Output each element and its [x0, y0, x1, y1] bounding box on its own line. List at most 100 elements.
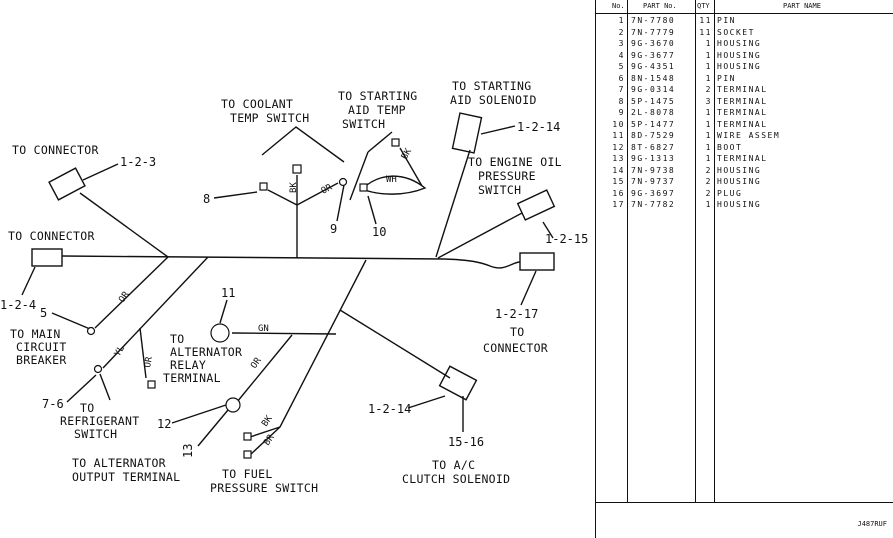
starting-aid-bracket [349, 151, 369, 201]
cell-no: 4 [618, 50, 625, 60]
cell-qty: 1 [705, 142, 712, 152]
terminal-starting-aid [391, 138, 400, 147]
cell-qty: 2 [705, 85, 712, 94]
ref-12: 12 [157, 417, 171, 431]
cell-name: PIN [717, 16, 736, 25]
label-aid-temp-1: TO STARTING [338, 89, 417, 103]
svg-text:TO STARTING AID TEMP S: TO STARTING AID TEMP SWITCH [338, 89, 425, 131]
svg-text:TO MAIN CIRCUIT BREAKE: TO MAIN CIRCUIT BREAKER [10, 327, 74, 367]
label-oil-1: TO ENGINE OIL [468, 155, 562, 169]
ref-9: 9 [330, 222, 337, 236]
cell-no: 7 [618, 85, 625, 94]
cell-name: HOUSING [717, 62, 762, 71]
svg-text:8: 8 [203, 192, 210, 206]
svg-text:1-2-14: 1-2-14 [517, 120, 560, 134]
svg-text:15-16: 15-16 [448, 435, 484, 449]
cell-name: HOUSING [717, 50, 762, 60]
connector-1-2-3 [48, 167, 86, 201]
svg-text:1-2-17: 1-2-17 [495, 307, 538, 321]
cell-no: 16 [612, 188, 625, 198]
svg-text:TO CONNECTOR: TO CONNECTOR [483, 325, 548, 355]
ref-9-leader [336, 184, 345, 222]
cell-name: TERMINAL [717, 96, 768, 106]
label-alt-output-1: TO ALTERNATOR [72, 456, 166, 470]
cell-part: 7N-9737 [631, 177, 676, 186]
terminal-8 [259, 182, 268, 191]
cell-no: 3 [618, 39, 625, 48]
wire-or-1: OR [117, 290, 132, 305]
svg-text:TO FUEL PRESSURE SWITCH: TO FUEL PRESSURE SWITCH [210, 467, 318, 495]
cell-qty: 1 [705, 108, 712, 117]
relay-spur [139, 327, 147, 379]
svg-text:WH: WH [386, 175, 397, 185]
ref-1-2-14-top-leader [480, 125, 516, 135]
header-no: No. [612, 2, 625, 10]
cell-no: 5 [618, 62, 625, 71]
svg-text:GN: GN [258, 324, 269, 334]
cell-no: 12 [612, 142, 625, 152]
label-to-main-3: BREAKER [16, 353, 67, 367]
ref-8: 8 [203, 192, 210, 206]
cell-part: 5P-1475 [631, 96, 676, 106]
ref-1-2-3: 1-2-3 [120, 155, 156, 169]
label-connector-3-1: TO [510, 325, 524, 339]
header-name: PART NAME [783, 2, 821, 10]
wire-bk-2: BK [400, 147, 414, 162]
table-col-divider-2 [695, 0, 696, 502]
svg-text:10: 10 [372, 225, 386, 239]
ac-clutch-branch [339, 309, 451, 379]
parts-table-header: No. PART No. QTY PART NAME [595, 0, 893, 14]
svg-text:TO ALTERNATOR RELAY: TO ALTERNATOR RELAY TERMINAL [163, 332, 249, 385]
cell-part: 8D-7529 [631, 131, 676, 140]
cell-part: 8T-6827 [631, 142, 676, 152]
svg-text:9: 9 [330, 222, 337, 236]
cell-part: 2L-8078 [631, 108, 676, 117]
cell-part: 7N-7780 [631, 16, 676, 25]
refrigerant-leader [99, 373, 111, 401]
svg-text:TO ALTERNATOR OUTPUT TERMI: TO ALTERNATOR OUTPUT TERMINAL [72, 456, 180, 484]
cell-name: PIN [717, 73, 736, 83]
terminal-7-6 [93, 364, 103, 374]
cell-qty: 11 [699, 27, 712, 37]
table-row: 4 9G-3677 1 HOUSING [595, 50, 893, 62]
svg-text:TO ENGINE OIL PRESSURE: TO ENGINE OIL PRESSURE SWITCH [468, 155, 569, 197]
cell-qty: 1 [705, 200, 712, 209]
cell-part: 9G-4351 [631, 62, 676, 71]
ref-11-leader [219, 299, 228, 324]
cell-name: TERMINAL [717, 85, 768, 94]
cell-name: TERMINAL [717, 119, 768, 129]
cell-qty: 2 [705, 165, 712, 175]
ref-1-2-15: 1-2-15 [545, 232, 588, 246]
cell-name: HOUSING [717, 39, 762, 48]
svg-text:OR: OR [249, 356, 264, 371]
label-refrigerant-2: REFRIGERANT [60, 414, 139, 428]
svg-text:1-2-14: 1-2-14 [368, 402, 411, 416]
cell-no: 1 [618, 16, 625, 25]
wire-bk-3: BK [260, 414, 275, 429]
svg-text:TO STARTING AID SOLENOID: TO STARTING AID SOLENOID [450, 79, 539, 107]
alternator-relay-eyelet [210, 323, 230, 343]
cell-part: 9G-3670 [631, 39, 676, 48]
cell-name: TERMINAL [717, 154, 768, 163]
svg-text:TO COOLANT TEMP SWITCH: TO COOLANT TEMP SWITCH [221, 97, 309, 125]
cell-name: WIRE ASSEM [717, 131, 781, 140]
cell-qty: 1 [705, 50, 712, 60]
starting-aid-solenoid-connector [451, 112, 483, 154]
table-border-left [595, 0, 596, 538]
ref-13: 13 [181, 444, 195, 458]
cell-qty: 2 [705, 188, 712, 198]
label-ac-1: TO A/C [432, 458, 475, 472]
cell-part: 9G-3677 [631, 50, 676, 60]
svg-text:1-2-3: 1-2-3 [120, 155, 156, 169]
cell-name: HOUSING [717, 200, 762, 209]
terminal-fuel-a [243, 432, 252, 441]
